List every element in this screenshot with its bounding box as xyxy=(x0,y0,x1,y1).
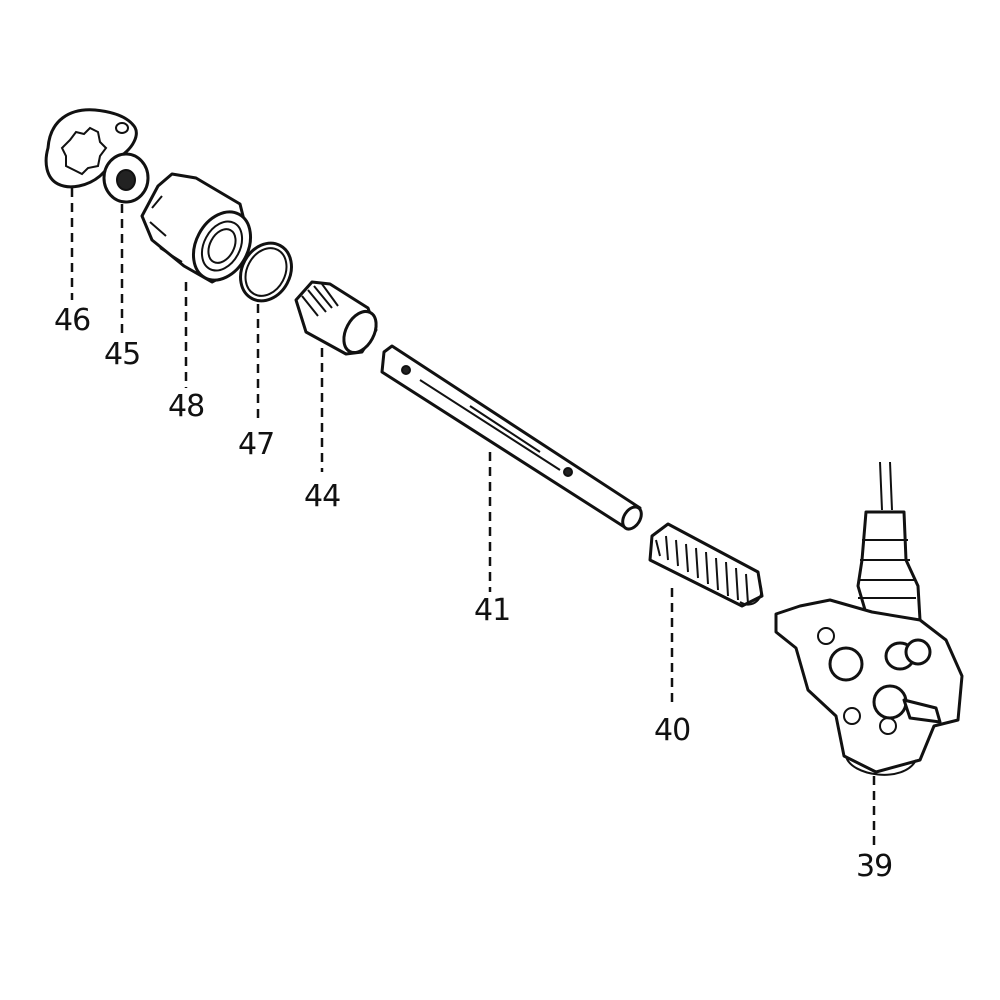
part-46-gasket-plate xyxy=(44,108,138,189)
callout-40: 40 xyxy=(654,713,691,748)
leader-lines xyxy=(70,188,876,846)
callout-48: 48 xyxy=(168,389,205,424)
part-40-coil-spring xyxy=(648,522,764,608)
callout-47: 47 xyxy=(238,427,275,462)
part-41-shaft xyxy=(380,344,643,531)
callout-44: 44 xyxy=(304,479,341,514)
part-39-valve-body xyxy=(774,461,964,776)
part-44-threaded-plug xyxy=(294,280,378,356)
callout-46: 46 xyxy=(54,303,91,338)
part-47-o-ring xyxy=(239,241,293,303)
part-48-threaded-nut xyxy=(140,172,253,284)
callout-39: 39 xyxy=(856,849,893,884)
callout-41: 41 xyxy=(474,593,511,628)
part-45-washer xyxy=(102,152,150,204)
callout-45: 45 xyxy=(104,337,141,372)
